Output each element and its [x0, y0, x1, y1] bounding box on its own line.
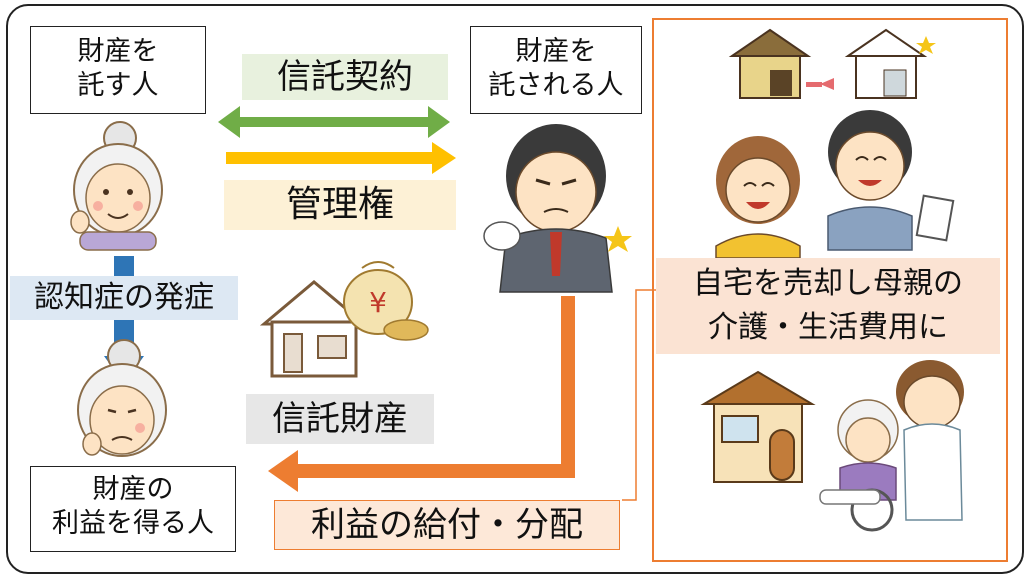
house-renovation-illustration — [728, 28, 936, 99]
benefit-label: 利益の給付・分配 — [274, 500, 620, 550]
entruster-line-2: 託す人 — [77, 70, 159, 101]
sale-callout-line-1: 自宅を売却し母親の — [693, 266, 963, 301]
sale-callout-line-2: 介護・生活費用に — [708, 310, 948, 345]
dementia-label: 認知症の発症 — [10, 276, 238, 320]
trust-property-illustration: ¥ — [259, 261, 429, 378]
management-arrow — [226, 142, 456, 174]
panel-connector-line — [622, 289, 656, 501]
contract-label: 信託契約 — [242, 54, 448, 100]
beneficiary-line-2: 利益を得る人 — [52, 508, 214, 539]
entruster-line-1: 財産を — [77, 36, 159, 67]
entruster-box: 財産を 託す人 — [30, 26, 206, 114]
nursing-care-illustration — [700, 360, 964, 532]
sale-callout: 自宅を売却し母親の 介護・生活費用に — [656, 258, 1000, 354]
trustee-line-2: 託される人 — [488, 70, 624, 101]
trustee-line-1: 財産を — [515, 36, 597, 67]
trustee-businessman-illustration — [483, 124, 632, 293]
trust-property-label: 信託財産 — [246, 394, 434, 444]
benefit-arrow — [268, 296, 575, 492]
management-label: 管理権 — [224, 180, 456, 230]
family-consultation-illustration — [715, 110, 955, 259]
beneficiary-line-1: 財産の — [92, 474, 174, 505]
contract-double-arrow — [218, 106, 450, 138]
grandmother-happy-illustration — [70, 121, 163, 251]
grandmother-worried-illustration — [77, 339, 167, 457]
yen-icon: ¥ — [369, 286, 387, 319]
beneficiary-box: 財産の 利益を得る人 — [30, 466, 236, 552]
trustee-box: 財産を 託される人 — [470, 26, 642, 114]
